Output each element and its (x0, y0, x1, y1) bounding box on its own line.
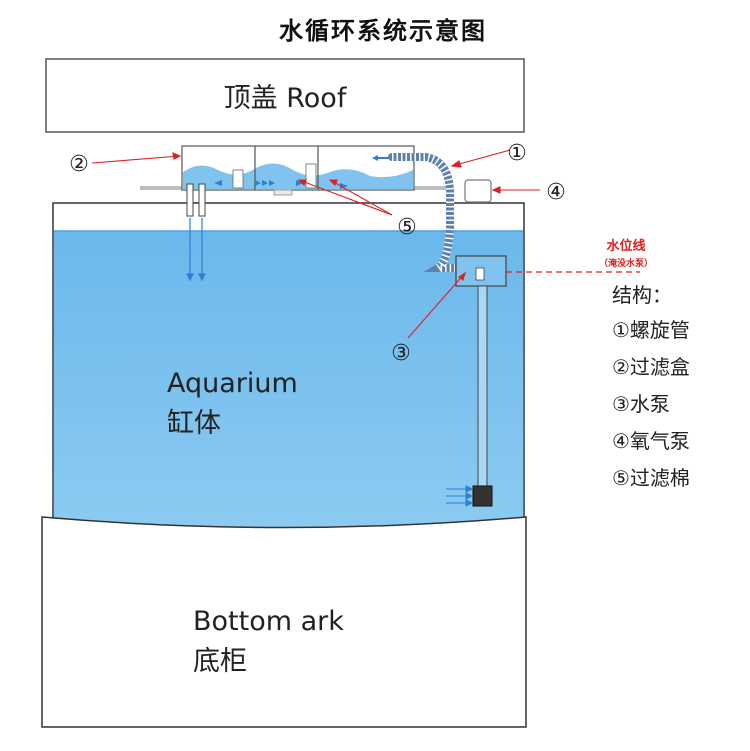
marker-1: ① (507, 141, 527, 166)
aquarium-label-en: Aquarium (167, 368, 298, 399)
structure-item: ①螺旋管 (612, 318, 690, 342)
bottom-label-en: Bottom ark (193, 606, 344, 637)
marker-2: ② (69, 152, 89, 177)
structure-heading: 结构： (612, 283, 672, 307)
tank-water (54, 231, 523, 537)
bottom-label-cn: 底柜 (193, 646, 247, 677)
marker-4: ④ (546, 180, 566, 205)
bottom-cabinet: Bottom ark 底柜 (41, 516, 527, 728)
air-pump (464, 179, 492, 203)
box-flow-arrows (214, 155, 390, 189)
aquarium-label-cn: 缸体 (167, 408, 221, 439)
roof: 顶盖 Roof (45, 58, 525, 133)
structure-item: ②过滤盒 (612, 355, 690, 379)
intake-flow (446, 485, 474, 507)
water-pump (446, 255, 507, 507)
outlet-flow (186, 218, 206, 282)
structure-item: ④氧气泵 (612, 429, 690, 453)
filter-cotton (232, 169, 244, 189)
structure-item: ⑤过滤棉 (612, 466, 690, 490)
structure-item: ③水泵 (612, 392, 670, 416)
water-level-label: 水位线 (606, 238, 645, 254)
marker-5: ⑤ (397, 215, 417, 240)
water-level-sub: （淹没水泵） (599, 257, 653, 269)
structure-legend: 结构： ①螺旋管 ②过滤盒 ③水泵 ④氧气泵 ⑤过滤棉 (612, 283, 690, 490)
aquarium-tank: Aquarium 缸体 (52, 202, 525, 539)
diagram-title: 水循环系统示意图 (279, 17, 487, 45)
roof-label: 顶盖 Roof (224, 83, 348, 114)
marker-3: ③ (391, 341, 411, 366)
pointer-lines (91, 149, 540, 339)
filter-box (140, 145, 446, 282)
